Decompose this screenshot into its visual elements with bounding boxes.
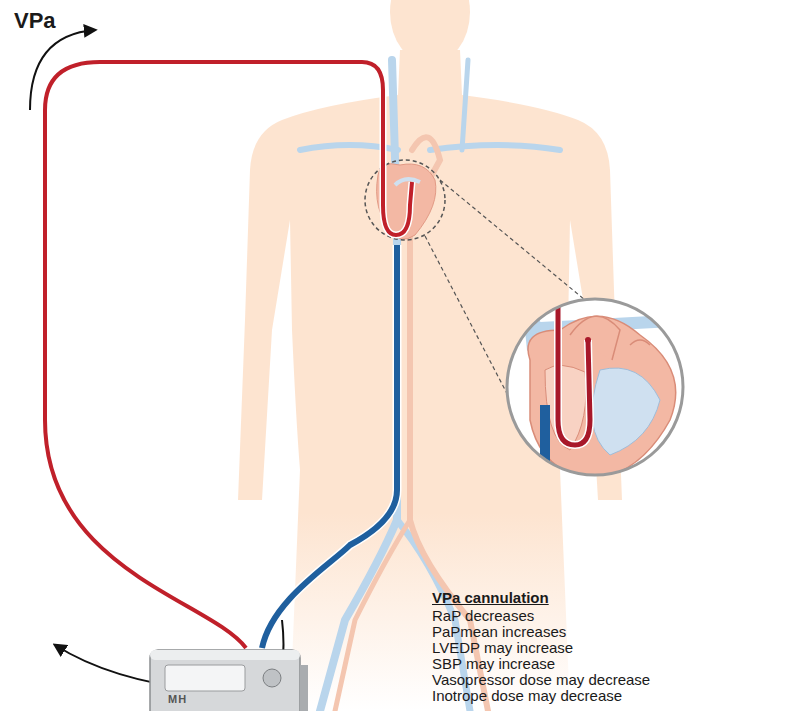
figure-title: VPa — [14, 8, 56, 34]
effect-line: PaPmean increases — [432, 624, 566, 640]
device-logo: MH — [168, 693, 187, 705]
ecmo-console — [150, 650, 308, 711]
effect-line: RaP decreases — [432, 608, 534, 624]
effect-line: Inotrope dose may decrease — [432, 688, 622, 704]
flow-arrows — [30, 30, 284, 690]
heart-inset — [505, 299, 690, 485]
effect-line: SBP may increase — [432, 656, 555, 672]
venous-cannula-outline — [262, 245, 397, 648]
list-heading: VPa cannulation — [432, 589, 549, 606]
return-cannula-outline — [45, 62, 412, 648]
effect-line: Vasopressor dose may decrease — [432, 672, 650, 688]
venous-cannula — [262, 245, 397, 648]
effect-line: LVEDP may increase — [432, 640, 573, 656]
return-cannula — [45, 62, 412, 648]
